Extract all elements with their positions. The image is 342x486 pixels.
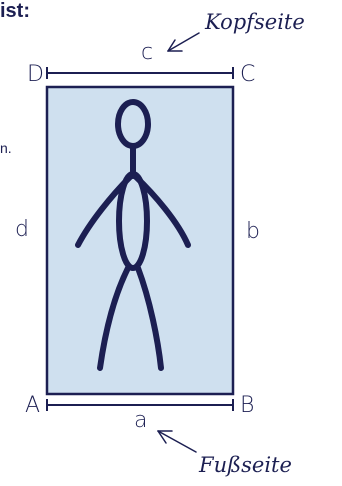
corner-label-c: C [240, 62, 255, 87]
annotation-kopfseite: Kopfseite [205, 10, 305, 34]
corner-label-d: D [27, 62, 44, 87]
arrow-to-a [158, 431, 196, 452]
annotation-fussseite: Fußseite [199, 453, 292, 477]
corner-label-a: A [25, 393, 40, 418]
edge-label-b: b [246, 219, 260, 244]
top-dimension-line [47, 67, 233, 79]
edge-label-c: c [141, 40, 153, 65]
edge-label-a: a [134, 408, 147, 433]
edge-label-d: d [15, 217, 29, 242]
corner-label-b: B [240, 393, 254, 418]
bed-rectangle [47, 87, 233, 394]
arrow-to-c [168, 33, 199, 51]
